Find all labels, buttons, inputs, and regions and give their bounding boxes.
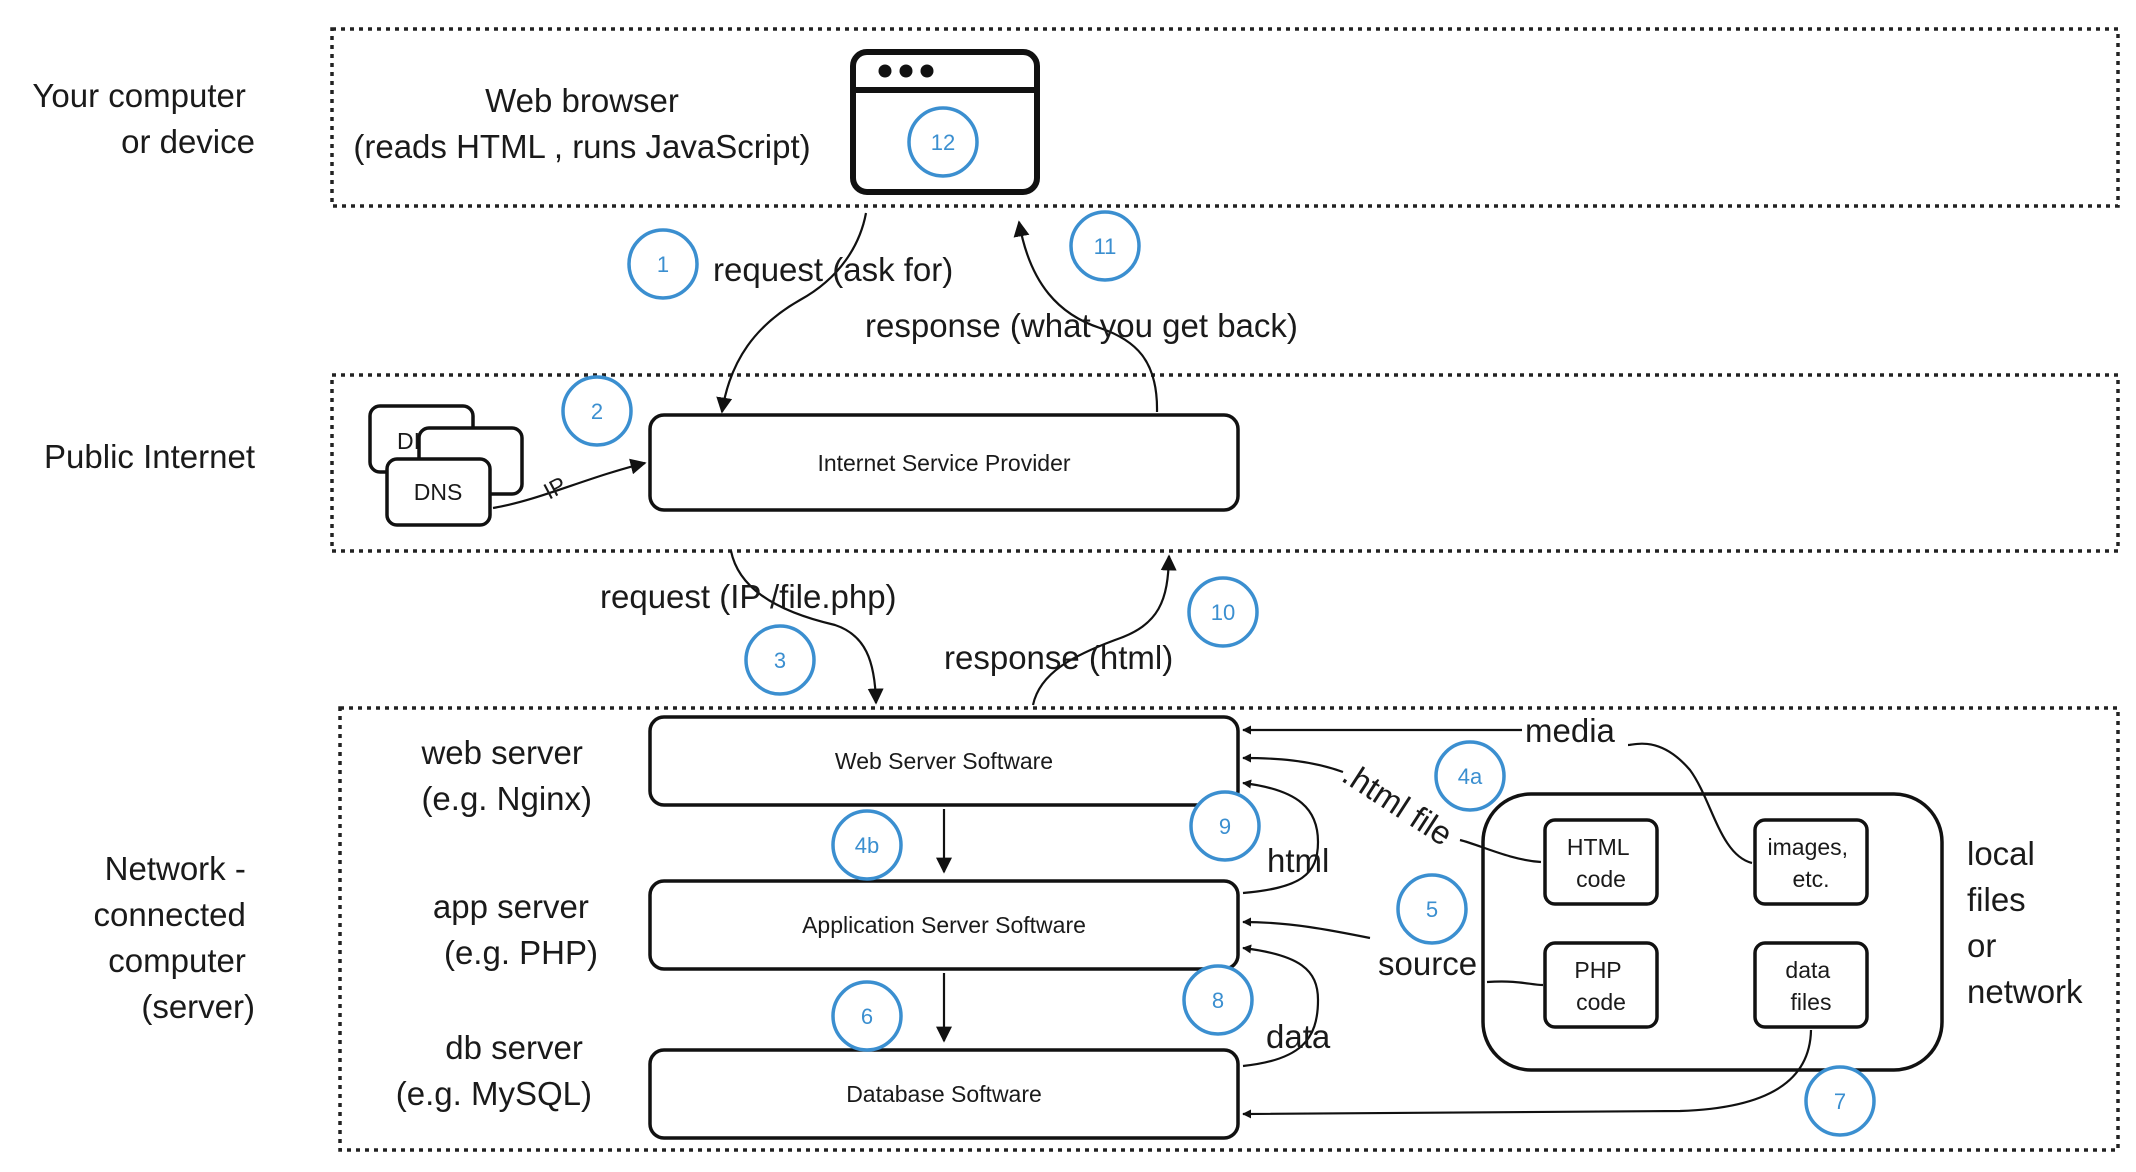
layer-label-client: Your computer or device [32, 77, 255, 160]
step-4a: 4a [1434, 740, 1506, 812]
edge-html-return [1242, 779, 1320, 895]
step-1: 1 [627, 228, 699, 300]
dns-box-back-label: DI [397, 428, 420, 454]
svg-text:1: 1 [657, 252, 669, 277]
dns-box-front-label: DNS [414, 479, 463, 505]
edge-dns-ip [492, 458, 647, 510]
internet-zone [330, 373, 2120, 553]
dns-box-front [385, 457, 492, 527]
data-files-box [1753, 941, 1869, 1029]
svg-text:11: 11 [1094, 234, 1117, 259]
svg-text:6: 6 [861, 1004, 873, 1029]
isp-box [648, 413, 1240, 512]
edge-html-file-tail [1242, 753, 1344, 774]
server-label-app: app server (e.g. PHP) [433, 888, 598, 971]
edge-media [1627, 742, 1753, 865]
edge-label-data: data [1266, 1018, 1331, 1055]
edge-label-response-html: response (html) [944, 639, 1173, 676]
edge-source-tail [1486, 980, 1544, 987]
step-11: 11 [1069, 210, 1141, 282]
svg-text:8: 8 [1212, 988, 1224, 1013]
svg-text:12: 12 [931, 130, 955, 155]
step-3: 3 [744, 624, 816, 696]
php-code-label: PHP code [1574, 957, 1627, 1015]
server-zone [338, 706, 2120, 1152]
svg-text:4a: 4a [1458, 764, 1483, 789]
step-4b: 4b [831, 809, 903, 881]
step-9: 9 [1189, 790, 1261, 862]
edge-html-file [1459, 838, 1542, 864]
step-7: 7 [1804, 1065, 1876, 1137]
browser-title: Web browser [485, 82, 679, 119]
server-label-web: web server (e.g. Nginx) [420, 734, 592, 817]
svg-text:2: 2 [591, 399, 603, 424]
layer-label-internet: Public Internet [44, 438, 255, 475]
edge-label-request-ask: request (ask for) [713, 251, 953, 288]
step-10: 10 [1187, 576, 1259, 648]
html-code-box [1543, 818, 1659, 906]
svg-text:7: 7 [1834, 1089, 1846, 1114]
edge-response-html [1031, 554, 1177, 706]
client-zone [330, 27, 2120, 208]
images-label: images, etc. [1768, 834, 1855, 892]
svg-text:3: 3 [774, 648, 786, 673]
edge-request-ask [716, 212, 868, 414]
svg-text:10: 10 [1211, 600, 1235, 625]
step-6: 6 [831, 980, 903, 1052]
edge-label-dns-ip: IP [539, 471, 570, 504]
edge-source [1242, 917, 1371, 940]
edge-label-media: media [1525, 712, 1616, 749]
edge-data-return [1242, 944, 1320, 1068]
svg-text:9: 9 [1219, 814, 1231, 839]
step-2: 2 [561, 375, 633, 447]
web-server-software-label: Web Server Software [835, 748, 1053, 774]
web-server-software-box [648, 715, 1240, 807]
local-files-label: local files or network [1967, 835, 2083, 1010]
html-code-label: HTML code [1567, 834, 1635, 892]
data-files-label: data files [1785, 957, 1836, 1015]
db-software-label: Database Software [846, 1081, 1042, 1107]
step-12: 12 [907, 106, 979, 178]
edge-label-source: source [1378, 945, 1477, 982]
edge-label-response-back: response (what you get back) [865, 307, 1298, 344]
edge-response-back [1013, 220, 1159, 413]
layer-label-server: Network - connected computer (server) [94, 850, 255, 1025]
app-server-software-box [648, 879, 1240, 971]
browser-subtitle: (reads HTML , runs JavaScript) [353, 128, 810, 165]
svg-text:4b: 4b [855, 833, 879, 858]
server-label-db: db server (e.g. MySQL) [396, 1029, 592, 1112]
isp-label: Internet Service Provider [817, 450, 1070, 476]
php-code-box [1543, 941, 1659, 1029]
step-8: 8 [1182, 964, 1254, 1036]
app-server-software-label: Application Server Software [802, 912, 1086, 938]
edge-data-files-to-db [1242, 1029, 1813, 1119]
db-software-box [648, 1048, 1240, 1140]
step-5: 5 [1396, 873, 1468, 945]
images-box [1753, 818, 1869, 906]
edge-request-ip [729, 550, 884, 705]
edge-label-html: html [1267, 842, 1329, 879]
svg-text:5: 5 [1426, 897, 1438, 922]
edge-label-request-ip: request (IP /file.php) [600, 578, 897, 615]
